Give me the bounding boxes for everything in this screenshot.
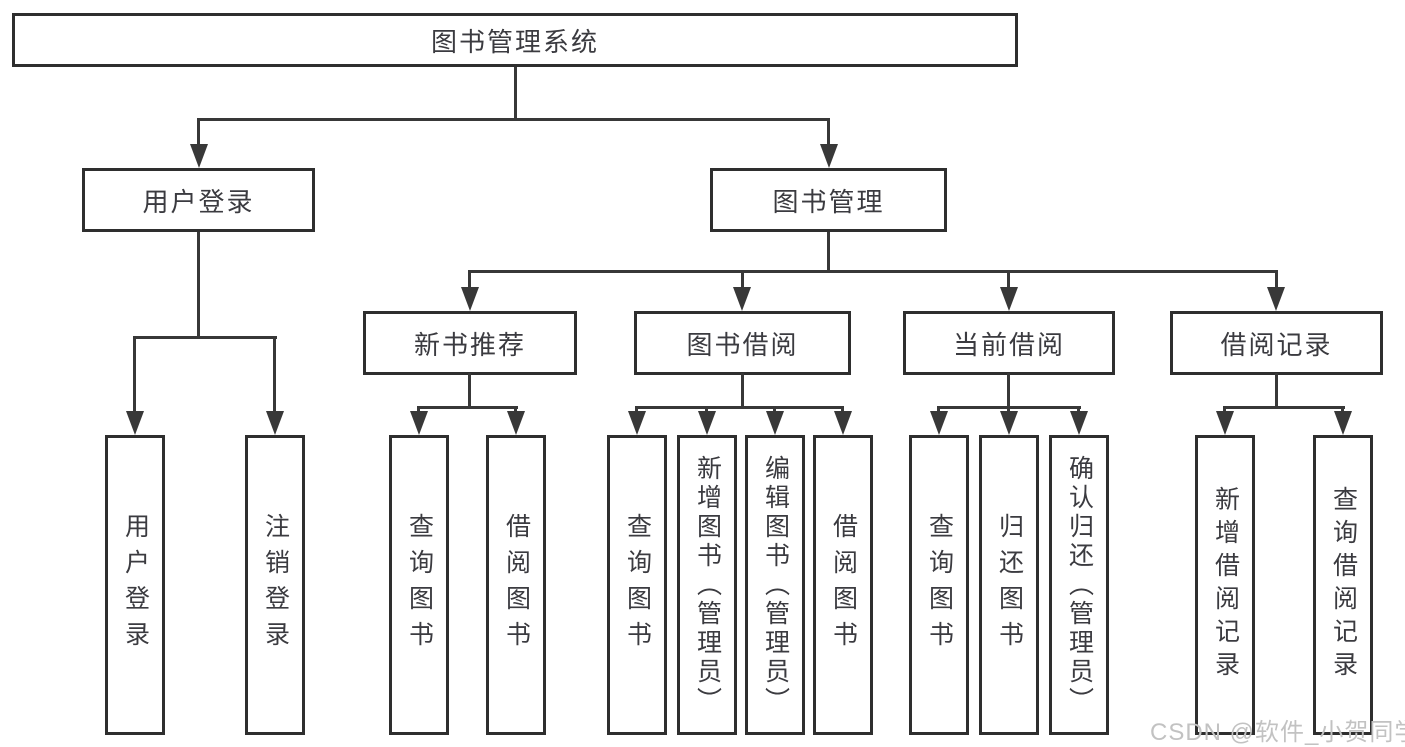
leaf-cb-confirm-return-admin: 确认归还（管理员） [1049,435,1109,735]
connector-drop-nb-query [417,406,420,414]
leaf-br-add-record: 新增借阅记录 [1195,435,1255,735]
arrowhead-book-borrowing [733,287,751,311]
arrowhead-leaf-logout [266,411,284,435]
node-label: 查询借阅记录 [1329,486,1358,684]
connector-drop-bb-add [705,406,708,414]
watermark-csdn: CSDN @软件_小贺同学 [1150,719,1405,746]
node-new-book-recommend: 新书推荐 [363,311,577,375]
arrowhead-bb-edit [766,411,784,435]
node-label: 图书借阅 [686,329,799,360]
arrowhead-br-add [1216,411,1234,435]
node-label: 借阅记录 [1220,329,1333,360]
connector-drop-cb-confirm [1077,406,1080,414]
node-label: 注销登录 [261,513,290,657]
connector-borrow-records-stem [1275,373,1278,408]
leaf-nb-query-books: 查询图书 [389,435,449,735]
arrowhead-cb-confirm [1070,411,1088,435]
connector-drop-user-login [197,118,200,146]
node-label: 查询图书 [925,513,954,657]
connector-new-books-rail [417,406,518,409]
connector-book-mgmt-stem [827,232,830,272]
connector-book-borrowing-stem [741,373,744,408]
leaf-bb-edit-books-admin: 编辑图书（管理员） [745,435,805,735]
node-label: 查询图书 [623,513,652,657]
arrowhead-leaf-user-login [126,411,144,435]
node-borrow-records: 借阅记录 [1170,311,1383,375]
arrowhead-bb-add [698,411,716,435]
node-book-management: 图书管理 [710,168,947,232]
connector-drop-book-borrowing [741,270,744,289]
leaf-cb-query-books: 查询图书 [909,435,969,735]
node-label: 借阅图书 [829,513,858,657]
node-label: 归还图书 [995,513,1024,657]
node-label: 新书推荐 [413,329,526,360]
node-label: 当前借阅 [952,329,1065,360]
arrowhead-book-mgmt [820,144,838,168]
connector-book-borrowing-rail [635,406,844,409]
node-label: 用户登录 [142,186,255,217]
arrowhead-new-books [461,287,479,311]
connector-book-mgmt-rail [468,270,1278,273]
leaf-logout: 注销登录 [245,435,305,735]
arrowhead-br-query [1334,411,1352,435]
connector-drop-bb-edit [773,406,776,414]
arrowhead-bb-borrow [834,411,852,435]
arrowhead-current-borrowing [1000,287,1018,311]
connector-root-stem [514,67,517,120]
arrowhead-bb-query [628,411,646,435]
arrowhead-cb-return [1000,411,1018,435]
node-label: 图书管理 [772,186,885,217]
node-label: 查询图书 [405,513,434,657]
node-label: 确认归还（管理员） [1065,454,1094,716]
connector-current-borrowing-stem [1007,373,1010,408]
connector-drop-borrow-records [1275,270,1278,289]
connector-new-books-stem [468,373,471,408]
node-label: 编辑图书（管理员） [761,454,790,716]
connector-drop-new-books [468,270,471,289]
arrowhead-borrow-records [1267,287,1285,311]
arrowhead-user-login [190,144,208,168]
leaf-br-query-record: 查询借阅记录 [1313,435,1373,735]
connector-root-rail [197,118,830,121]
leaf-nb-borrow-books: 借阅图书 [486,435,546,735]
connector-drop-bb-borrow [841,406,844,414]
leaf-bb-borrow-books: 借阅图书 [813,435,873,735]
node-label: 图书管理系统 [430,26,599,57]
node-library-system: 图书管理系统 [12,13,1018,67]
node-label: 借阅图书 [502,513,531,657]
arrowhead-nb-query [410,411,428,435]
connector-drop-book-mgmt [827,118,830,146]
connector-user-login-stem [197,232,200,338]
connector-drop-cb-return [1007,406,1010,414]
arrowhead-nb-borrow [507,411,525,435]
connector-drop-leaf-user-login [133,336,136,413]
node-user-login: 用户登录 [82,168,315,232]
node-label: 新增图书（管理员） [693,454,722,716]
connector-borrow-records-rail [1223,406,1345,409]
arrowhead-cb-query [930,411,948,435]
connector-drop-current-borrowing [1007,270,1010,289]
connector-drop-br-add [1223,406,1226,414]
connector-drop-leaf-logout [273,336,276,413]
node-book-borrowing: 图书借阅 [634,311,851,375]
node-current-borrowing: 当前借阅 [903,311,1115,375]
leaf-user-login: 用户登录 [105,435,165,735]
leaf-cb-return-books: 归还图书 [979,435,1039,735]
connector-drop-nb-borrow [514,406,517,414]
node-label: 用户登录 [121,513,150,657]
connector-user-login-rail [133,336,277,339]
connector-drop-br-query [1341,406,1344,414]
leaf-bb-query-books: 查询图书 [607,435,667,735]
leaf-bb-add-books-admin: 新增图书（管理员） [677,435,737,735]
connector-drop-cb-query [937,406,940,414]
node-label: 新增借阅记录 [1211,486,1240,684]
connector-drop-bb-query [635,406,638,414]
